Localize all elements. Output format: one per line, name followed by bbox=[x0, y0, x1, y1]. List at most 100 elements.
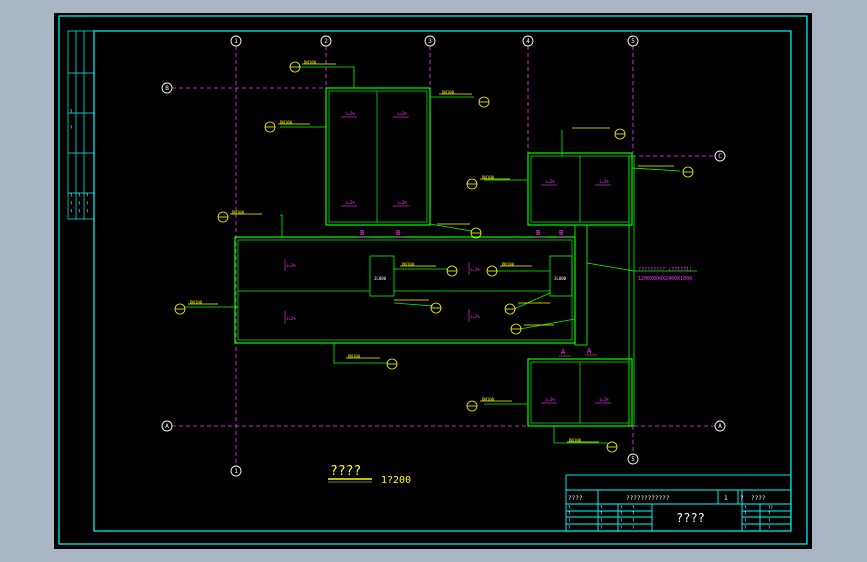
slope-label: i=2% bbox=[286, 263, 296, 268]
pipe-tag-label: DN100 bbox=[482, 397, 495, 402]
axis-bubble-5 bbox=[627, 35, 639, 47]
section-marker-b: B bbox=[360, 229, 364, 237]
title-block-header: ???? bbox=[568, 495, 583, 502]
svg-text:?: ? bbox=[78, 201, 81, 206]
title-block-header: ???????????? bbox=[626, 495, 670, 502]
svg-text:?: ? bbox=[768, 518, 771, 523]
svg-text:?: ? bbox=[768, 525, 771, 530]
drawing-frame bbox=[93, 30, 792, 532]
main-block bbox=[234, 236, 576, 344]
svg-text:?: ? bbox=[632, 518, 635, 523]
pipe-tag-label: DN100 bbox=[280, 120, 293, 125]
lower-right-block bbox=[527, 358, 633, 427]
axis-label-a-right: A bbox=[718, 423, 722, 430]
pipe-tags bbox=[174, 61, 694, 453]
svg-text:?: ? bbox=[744, 505, 747, 510]
section-marker-b: B bbox=[536, 229, 540, 237]
svg-text:?: ? bbox=[744, 518, 747, 523]
svg-text:?: ? bbox=[70, 109, 73, 114]
svg-text:?: ? bbox=[600, 525, 603, 530]
section-marker-b: B bbox=[396, 229, 400, 237]
title-block-header: ? bbox=[740, 495, 744, 502]
svg-text:?: ? bbox=[620, 518, 623, 523]
axis-label-1: 1 bbox=[234, 38, 238, 45]
svg-text:?: ? bbox=[568, 518, 571, 523]
axis-label-4: 4 bbox=[526, 38, 530, 45]
svg-text:?: ? bbox=[600, 511, 603, 516]
svg-text:??: ?? bbox=[768, 505, 773, 510]
axis-bubble-a-right bbox=[714, 420, 726, 432]
axis-bubble-5-bottom bbox=[627, 453, 639, 465]
room-label: JL800 bbox=[374, 276, 387, 281]
pipe-tag-label: DN100 bbox=[232, 210, 245, 215]
slope-label: i=2% bbox=[286, 316, 296, 321]
section-marker-a: A bbox=[561, 348, 566, 356]
svg-text:?: ? bbox=[70, 201, 73, 206]
pipe-tag-label: DN100 bbox=[502, 262, 515, 267]
pipe-tag-label: DN100 bbox=[482, 175, 495, 180]
svg-text:?: ? bbox=[768, 511, 771, 516]
pipe-spec-dims: 1200X800X2400X1000 bbox=[638, 276, 692, 282]
slope-label: i=2% bbox=[470, 314, 480, 319]
svg-text:?: ? bbox=[78, 193, 81, 198]
svg-text:?: ? bbox=[632, 511, 635, 516]
svg-text:?: ? bbox=[86, 201, 89, 206]
cad-viewport[interactable]: ?? ??? ??? ??? 1 2 3 4 5 1 5 B bbox=[54, 13, 812, 549]
slope-label: i=2% bbox=[545, 179, 555, 184]
slope-label: i=2% bbox=[397, 200, 407, 205]
slope-label: i=2% bbox=[545, 397, 555, 402]
slope-label: i=2% bbox=[345, 111, 355, 116]
slope-label: i=2% bbox=[345, 200, 355, 205]
axis-bubble-b-left bbox=[161, 82, 173, 94]
svg-text:?: ? bbox=[70, 193, 73, 198]
slope-label: i=2% bbox=[599, 179, 609, 184]
room-label: JL800 bbox=[554, 276, 567, 281]
drawing-title: ???? bbox=[330, 464, 361, 479]
axis-bubble-3 bbox=[424, 35, 436, 47]
svg-text:?: ? bbox=[70, 125, 73, 130]
axis-bubble-2 bbox=[320, 35, 332, 47]
sheet-outer-border bbox=[58, 15, 808, 545]
binding-strip bbox=[67, 30, 95, 220]
slope-label: i=2% bbox=[397, 111, 407, 116]
axis-label-5: 5 bbox=[631, 38, 635, 45]
svg-text:?: ? bbox=[632, 505, 635, 510]
pipe-tag-label: DN100 bbox=[190, 300, 203, 305]
title-block-header: ???? bbox=[751, 495, 766, 502]
drawing-scale: 1?200 bbox=[381, 475, 411, 486]
title-block bbox=[565, 474, 792, 532]
svg-text:?: ? bbox=[568, 505, 571, 510]
building-plan bbox=[184, 66, 697, 444]
pipe-tag-label: DN100 bbox=[402, 262, 415, 267]
svg-text:?: ? bbox=[600, 505, 603, 510]
title-block-header: 1 bbox=[724, 495, 728, 502]
svg-text:?: ? bbox=[632, 525, 635, 530]
svg-text:?: ? bbox=[568, 511, 571, 516]
title-block-main-title: ???? bbox=[676, 511, 705, 525]
pipe-tag-label: DN100 bbox=[304, 60, 317, 65]
axis-label-1-bottom: 1 bbox=[234, 468, 238, 475]
svg-text:?: ? bbox=[600, 518, 603, 523]
top-block bbox=[325, 87, 431, 226]
pipe-tag-label: DN100 bbox=[442, 90, 455, 95]
svg-text:?: ? bbox=[86, 209, 89, 214]
axis-label-a-left: A bbox=[165, 423, 169, 430]
axis-label-3: 3 bbox=[428, 38, 432, 45]
svg-text:?: ? bbox=[620, 525, 623, 530]
axis-label-b: B bbox=[165, 85, 169, 92]
svg-text:?: ? bbox=[568, 525, 571, 530]
slope-label: i=2% bbox=[470, 267, 480, 272]
svg-text:?: ? bbox=[78, 209, 81, 214]
connector-strip bbox=[574, 224, 588, 346]
axis-label-c: C bbox=[718, 153, 722, 160]
axis-bubble-c-right bbox=[714, 150, 726, 162]
svg-text:?: ? bbox=[620, 511, 623, 516]
pipe-tag-label: DN100 bbox=[348, 354, 361, 359]
svg-text:?: ? bbox=[744, 511, 747, 516]
grid-axis-lines bbox=[172, 46, 716, 465]
svg-text:?: ? bbox=[70, 209, 73, 214]
svg-text:?: ? bbox=[86, 193, 89, 198]
pipe-tag-label: DN100 bbox=[569, 438, 582, 443]
axis-bubble-4 bbox=[522, 35, 534, 47]
axis-label-2: 2 bbox=[324, 38, 328, 45]
